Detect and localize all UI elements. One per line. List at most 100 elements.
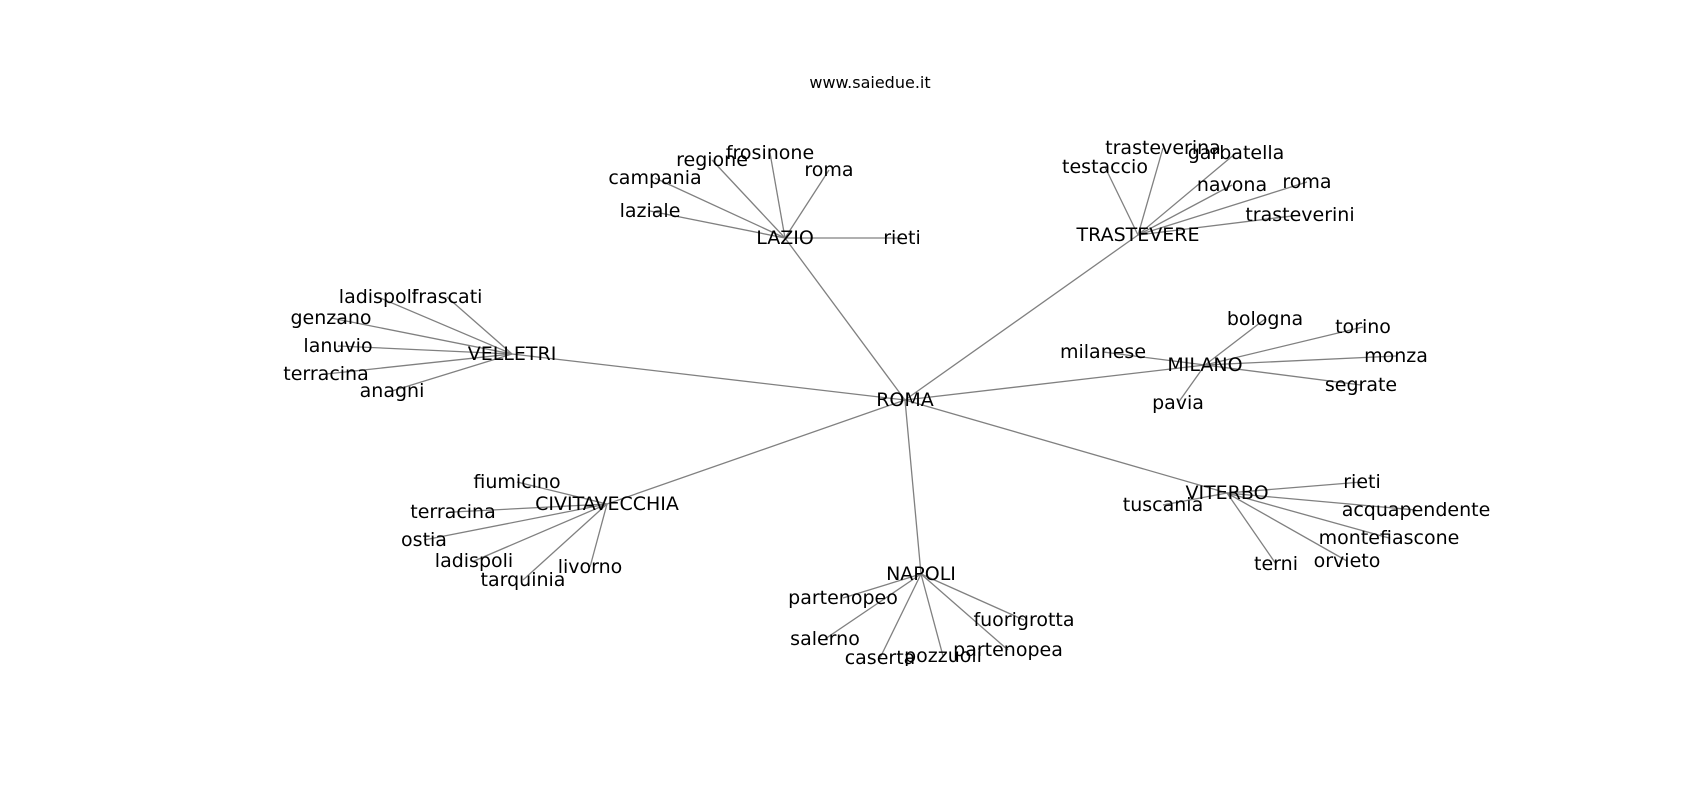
node-leaf-velletri-terracina: terracina [283, 363, 368, 385]
edge-milano-bologna [1204, 318, 1266, 366]
node-hub-trastevere: TRASTEVERE [1076, 224, 1200, 246]
node-leaf-milano-torino: torino [1335, 316, 1391, 338]
node-leaf-milano-pavia: pavia [1152, 392, 1204, 414]
edge-lazio-campania [654, 177, 786, 239]
node-leaf-lazio-regione: regione [676, 149, 748, 171]
edge-layer [325, 147, 1417, 659]
edge-trastevere-trasteverini [1137, 214, 1301, 236]
node-leaf-milano-segrate: segrate [1325, 374, 1397, 396]
edge-roma-lazio [784, 237, 906, 401]
node-hub-viterbo: VITERBO [1185, 482, 1268, 504]
node-hub-velletri: VELLETRI [468, 343, 557, 365]
node-leaf-civitavecchia-fiumicino: fiumicino [473, 471, 560, 493]
edge-viterbo-acquapendente [1226, 492, 1417, 511]
node-leaf-civitavecchia-livorno: livorno [558, 556, 623, 578]
node-leaf-civitavecchia-ladispoli: ladispoli [435, 550, 513, 572]
node-leaf-trastevere-testaccio: testaccio [1062, 156, 1148, 178]
node-leaf-velletri-ladispoli: ladispoli [339, 286, 417, 308]
edge-viterbo-montefiascone [1226, 492, 1390, 539]
node-leaf-trastevere-navona: navona [1197, 174, 1267, 196]
edge-velletri-genzano [330, 317, 513, 355]
edge-milano-milanese [1102, 351, 1206, 366]
edge-trastevere-testaccio [1104, 166, 1139, 236]
node-leaf-napoli-caserta: caserta [845, 647, 916, 669]
node-leaf-velletri-lanuvio: lanuvio [303, 335, 372, 357]
edge-velletri-lanuvio [337, 345, 513, 355]
node-leaf-velletri-anagni: anagni [360, 380, 425, 402]
node-leaf-trastevere-trasteverini: trasteverini [1245, 204, 1354, 226]
node-root-roma: ROMA [876, 389, 934, 411]
node-leaf-viterbo-orvieto: orvieto [1314, 550, 1381, 572]
edge-viterbo-tuscania [1162, 492, 1228, 506]
edge-roma-viterbo [904, 399, 1228, 494]
node-leaf-trastevere-roma: roma [1282, 171, 1331, 193]
edge-lazio-regione [711, 159, 786, 239]
node-leaf-civitavecchia-terracina: terracina [410, 501, 495, 523]
node-leaf-velletri-genzano: genzano [290, 307, 371, 329]
node-leaf-napoli-partenopea: partenopea [953, 639, 1063, 661]
node-hub-napoli: NAPOLI [886, 563, 956, 585]
edge-roma-trastevere [904, 234, 1139, 401]
edge-civitavecchia-fiumicino [516, 481, 608, 505]
node-leaf-milano-monza: monza [1364, 345, 1428, 367]
node-leaf-lazio-campania: campania [608, 167, 701, 189]
edge-velletri-terracina [325, 353, 513, 375]
edge-napoli-partenopeo [842, 573, 922, 599]
edge-napoli-partenopea [920, 573, 1009, 651]
edge-civitavecchia-terracina [452, 503, 608, 513]
edge-napoli-salerno [824, 573, 922, 640]
node-hub-lazio: LAZIO [756, 227, 814, 249]
edge-roma-napoli [904, 399, 922, 575]
edge-trastevere-roma [1137, 181, 1308, 236]
node-leaf-viterbo-acquapendente: acquapendente [1342, 499, 1491, 521]
edge-velletri-frascati [446, 296, 513, 355]
node-leaf-lazio-laziale: laziale [620, 200, 681, 222]
node-leaf-milano-bologna: bologna [1227, 308, 1303, 330]
edge-lazio-roma [784, 169, 830, 239]
node-leaf-civitavecchia-tarquinia: tarquinia [481, 569, 566, 591]
edge-lazio-laziale [649, 210, 786, 239]
node-leaf-viterbo-terni: terni [1254, 553, 1298, 575]
node-leaf-viterbo-montefiascone: montefiascone [1319, 527, 1460, 549]
node-leaf-lazio-roma: roma [804, 159, 853, 181]
edge-trastevere-garbatella [1137, 152, 1237, 236]
node-leaf-lazio-frosinone: frosinone [726, 142, 814, 164]
node-leaf-napoli-fuorigrotta: fuorigrotta [973, 609, 1074, 631]
node-leaf-civitavecchia-ostia: ostia [401, 529, 447, 551]
edge-viterbo-terni [1226, 492, 1277, 565]
edge-trastevere-navona [1137, 184, 1233, 236]
edge-roma-velletri [511, 353, 906, 401]
node-leaf-milano-milanese: milanese [1060, 341, 1146, 363]
edge-milano-pavia [1177, 364, 1206, 404]
node-leaf-viterbo-tuscania: tuscania [1123, 494, 1203, 516]
edge-trastevere-trasteverina [1137, 147, 1164, 236]
node-leaf-napoli-pozzuoli: pozzuoli [904, 645, 982, 667]
edge-napoli-pozzuoli [920, 573, 944, 657]
edge-velletri-anagni [391, 353, 513, 392]
edge-velletri-ladispoli [377, 296, 513, 355]
node-leaf-napoli-partenopeo: partenopeo [788, 587, 898, 609]
node-leaf-lazio-rieti: rieti [883, 227, 921, 249]
edge-viterbo-orvieto [1226, 492, 1348, 562]
edge-civitavecchia-ostia [423, 503, 608, 541]
node-leaf-trastevere-garbatella: garbatella [1188, 142, 1285, 164]
edge-napoli-caserta [879, 573, 922, 659]
edge-civitavecchia-livorno [589, 503, 608, 568]
edge-roma-milano [904, 364, 1206, 401]
node-leaf-viterbo-rieti: rieti [1343, 471, 1381, 493]
edge-milano-monza [1204, 355, 1397, 366]
node-hub-milano: MILANO [1167, 354, 1242, 376]
node-hub-civitavecchia: CIVITAVECCHIA [535, 493, 679, 515]
edge-roma-civitavecchia [606, 399, 906, 505]
node-leaf-napoli-salerno: salerno [790, 628, 860, 650]
node-leaf-velletri-frascati: frascati [412, 286, 483, 308]
edge-civitavecchia-tarquinia [522, 503, 608, 581]
edge-lazio-frosinone [769, 152, 786, 239]
edge-viterbo-rieti [1226, 481, 1363, 494]
diagram-title: www.saiedue.it [809, 73, 930, 92]
edge-milano-segrate [1204, 364, 1362, 386]
edge-milano-torino [1204, 326, 1364, 366]
